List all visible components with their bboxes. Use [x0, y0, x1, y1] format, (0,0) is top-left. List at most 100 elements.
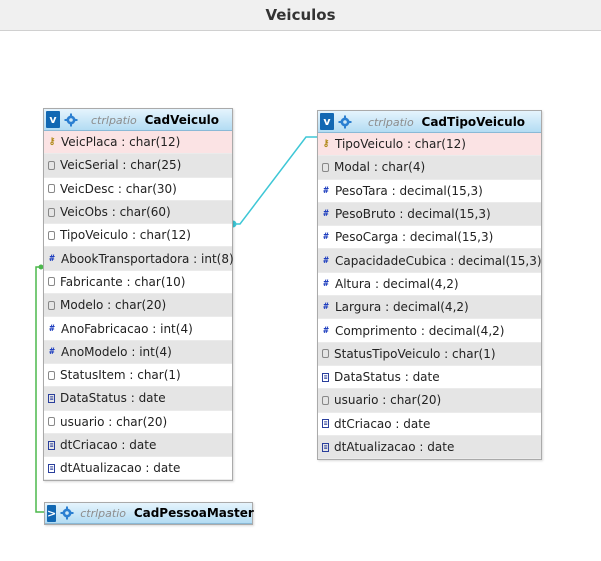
- table-column-row[interactable]: #PesoCarga : decimal(15,3): [318, 226, 541, 250]
- table-column-row[interactable]: # PesoTara : decimal(15,3): [318, 180, 541, 203]
- table-column-row[interactable]: usuario : char(20): [318, 389, 541, 413]
- column-label: VeicObs : char(60): [60, 205, 171, 220]
- column-list: ⚷TipoVeiculo : char(12)Modal : char(4)#P…: [318, 133, 542, 460]
- table-column-row[interactable]: ≡ dtCriacao : date: [44, 433, 232, 458]
- column-label: VeicPlaca : char(12): [61, 135, 181, 150]
- table-cadpessoamaster[interactable]: > ctrlpatio CadPessoaMaster: [44, 502, 254, 525]
- expand-toggle-button[interactable]: >: [47, 504, 57, 522]
- collapse-toggle-button[interactable]: v: [46, 111, 60, 128]
- table-column-row[interactable]: # Largura : decimal(4,2): [318, 296, 541, 320]
- table-column-row[interactable]: # PesoBruto : decimal(15,3): [318, 202, 541, 227]
- number-icon: #: [323, 185, 329, 196]
- column-label: VeicSerial : char(25): [60, 158, 182, 173]
- table-cadtipoveiculo[interactable]: v ctrlpatio CadTipoVeiculo ⚷ TipoVeiculo …: [317, 110, 542, 461]
- table-column-row[interactable]: TipoVeiculo : char(12): [44, 224, 232, 248]
- column-label: DataStatus : date: [334, 370, 440, 385]
- table-cadveiculo[interactable]: v ctrlpatio CadVeiculo ⚷VeicPlaca : char…: [43, 108, 234, 482]
- table-name: CadPessoaMaster: [133, 506, 254, 520]
- column-label: Fabricante : char(10): [60, 274, 186, 289]
- number-icon: #: [323, 255, 329, 266]
- number-icon: #: [323, 209, 329, 220]
- string-icon: [48, 230, 55, 240]
- date-icon: ≡: [48, 440, 55, 450]
- table-column-row[interactable]: #Comprimento : decimal(4,2): [318, 319, 541, 343]
- table-column-row[interactable]: # AbookTransportadora : int(8): [44, 247, 234, 271]
- table-column-row[interactable]: ≡ dtAtualizacao : date: [318, 435, 541, 460]
- column-label: Modal : char(4): [334, 160, 426, 175]
- date-icon: ≡: [322, 442, 329, 452]
- column-label: dtCriacao : date: [60, 438, 157, 452]
- table-column-row[interactable]: VeicSerial : char(25): [44, 154, 232, 178]
- table-column-row[interactable]: ≡ DataStatus : date: [318, 366, 541, 390]
- column-label: TipoVeiculo : char(12): [335, 137, 466, 152]
- relation-endpoint-dot: [38, 264, 44, 270]
- number-icon: #: [323, 302, 329, 313]
- table-header[interactable]: v ctrlpatio CadVeiculo: [44, 109, 232, 131]
- relation-line-tipoveiculo: [232, 136, 317, 225]
- table-name: CadVeiculo: [144, 112, 219, 127]
- table-column-row[interactable]: # Altura : decimal(4,2): [318, 273, 541, 297]
- gear-icon[interactable]: [64, 113, 78, 127]
- column-label: AnoFabricacao : int(4): [61, 321, 193, 336]
- collapse-toggle-button[interactable]: v: [320, 113, 334, 130]
- column-label: AbookTransportadora : int(8): [61, 251, 234, 266]
- database-name: ctrlpatio: [367, 115, 414, 129]
- key-icon: ⚷: [322, 139, 330, 150]
- column-label: dtAtualizacao : date: [334, 440, 455, 454]
- database-name: ctrlpatio: [91, 113, 137, 127]
- number-icon: #: [49, 346, 55, 357]
- column-label: PesoTara : decimal(15,3): [335, 183, 483, 198]
- column-label: usuario : char(20): [334, 393, 442, 408]
- string-icon: [322, 395, 329, 405]
- table-column-row[interactable]: #AnoFabricacao : int(4): [44, 317, 232, 341]
- table-column-row[interactable]: ⚷ TipoVeiculo : char(12): [318, 133, 541, 157]
- column-label: Altura : decimal(4,2): [335, 276, 459, 291]
- table-column-row[interactable]: Modal : char(4): [318, 156, 541, 180]
- date-icon: ≡: [48, 463, 55, 473]
- table-column-row[interactable]: StatusTipoVeiculo : char(1): [318, 342, 541, 366]
- page-header: Veiculos: [0, 0, 601, 31]
- table-column-row[interactable]: #AnoModelo : int(4): [44, 340, 232, 364]
- column-label: Modelo : char(20): [60, 298, 167, 313]
- string-icon: [48, 184, 55, 194]
- table-column-row[interactable]: ≡dtCriacao : date: [318, 413, 541, 436]
- table-header[interactable]: > ctrlpatio CadPessoaMaster: [45, 503, 254, 524]
- table-column-row[interactable]: VeicObs : char(60): [44, 200, 232, 225]
- column-label: PesoBruto : decimal(15,3): [335, 207, 491, 222]
- table-column-row[interactable]: ⚷VeicPlaca : char(12): [44, 131, 232, 155]
- date-icon: ≡: [48, 393, 55, 403]
- table-column-row[interactable]: #CapacidadeCubica : decimal(15,3): [318, 249, 542, 273]
- column-label: dtAtualizacao : date: [60, 461, 181, 476]
- page-title: Veiculos: [265, 6, 336, 24]
- number-icon: #: [49, 253, 55, 264]
- table-header[interactable]: v ctrlpatio CadTipoVeiculo: [318, 111, 541, 133]
- table-column-row[interactable]: Modelo : char(20): [44, 294, 232, 318]
- table-column-row[interactable]: usuario : char(20): [44, 411, 232, 434]
- column-label: Comprimento : decimal(4,2): [335, 323, 505, 338]
- string-icon: [48, 370, 55, 380]
- gear-icon[interactable]: [338, 115, 352, 129]
- table-column-row[interactable]: Fabricante : char(10): [44, 271, 232, 295]
- column-label: PesoCarga : decimal(15,3): [335, 230, 494, 245]
- table-name: CadTipoVeiculo: [421, 114, 526, 129]
- date-icon: ≡: [322, 372, 329, 382]
- string-icon: [48, 160, 55, 170]
- string-icon: [322, 162, 329, 172]
- table-column-row[interactable]: ≡ dtAtualizacao : date: [44, 457, 232, 481]
- column-list: ⚷VeicPlaca : char(12) VeicSerial : char(2…: [44, 131, 234, 481]
- column-label: Largura : decimal(4,2): [335, 300, 469, 315]
- string-icon: [48, 207, 55, 217]
- column-label: StatusTipoVeiculo : char(1): [334, 346, 496, 361]
- number-icon: #: [323, 278, 329, 289]
- column-label: TipoVeiculo : char(12): [60, 228, 191, 243]
- table-column-row[interactable]: ≡ DataStatus : date: [44, 387, 232, 411]
- table-column-row[interactable]: VeicDesc : char(30): [44, 178, 232, 201]
- gear-icon[interactable]: [60, 506, 74, 520]
- table-column-row[interactable]: StatusItem : char(1): [44, 364, 232, 388]
- database-name: ctrlpatio: [80, 507, 126, 520]
- date-icon: ≡: [322, 419, 329, 429]
- column-label: DataStatus : date: [60, 391, 166, 406]
- column-label: usuario : char(20): [60, 414, 168, 429]
- string-icon: [48, 300, 55, 310]
